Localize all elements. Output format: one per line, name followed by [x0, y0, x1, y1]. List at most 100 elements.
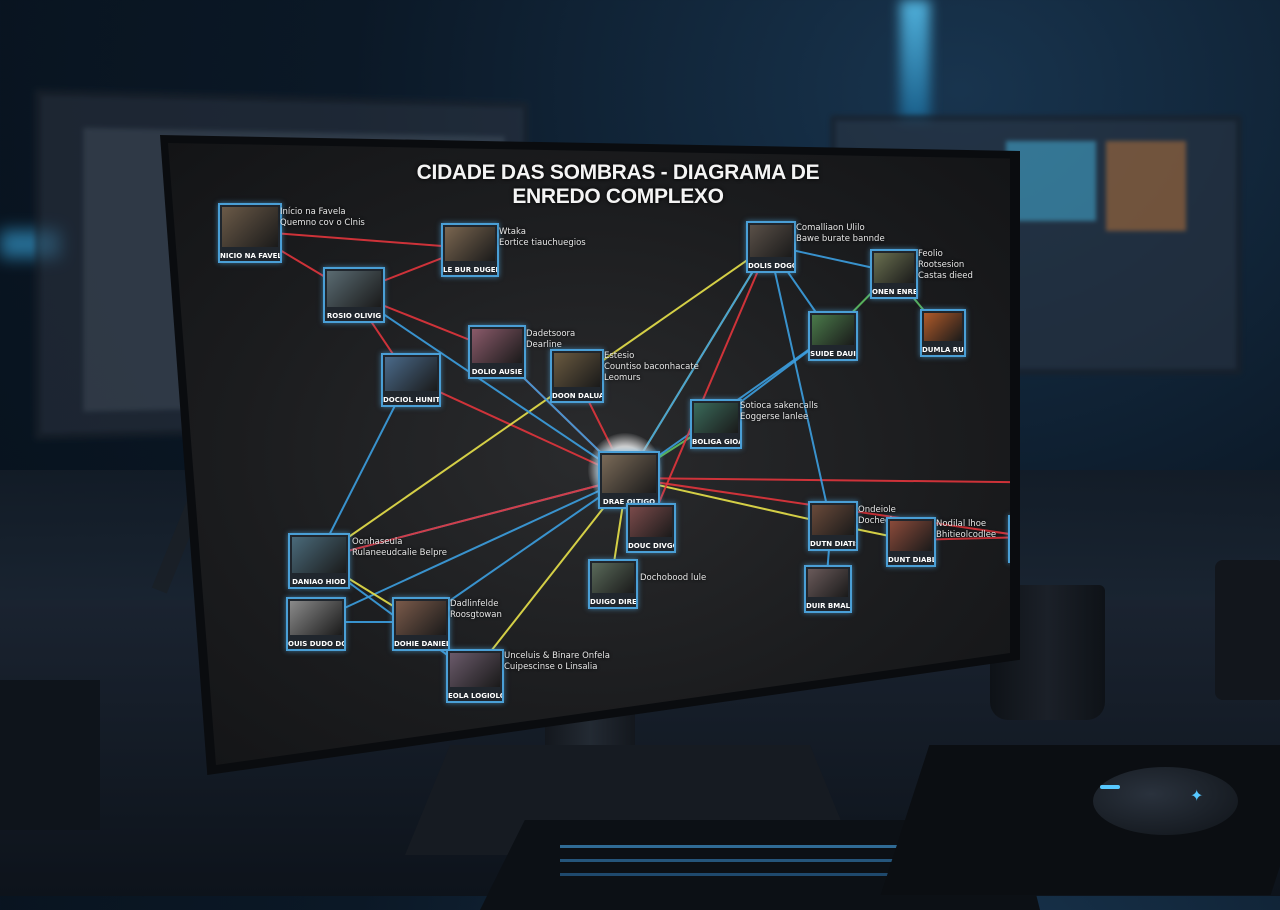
plot-node: DUMLA RUDE — [920, 309, 966, 357]
plot-node: DUIGO DIRETS — [588, 559, 638, 609]
plot-node: DOLIO AUSIE — [468, 325, 526, 379]
caption-line: Eoggerse lanlee — [740, 412, 809, 422]
plot-node: BOLIGA GIOA — [690, 399, 742, 449]
scene-thumbnail — [874, 253, 914, 283]
plot-link-red — [316, 474, 629, 560]
caption-line: Dearline — [526, 340, 562, 350]
caption-line: Rootsesion — [918, 260, 965, 270]
caption-line: Comalliaon Ulilo — [796, 223, 865, 233]
caption-line: Bawe burate bannde — [796, 234, 885, 244]
caption-line: Feolio — [918, 249, 943, 259]
plot-link-red — [626, 477, 1010, 484]
plot-node: OUIS DUDO DO — [286, 597, 346, 651]
scene-thumbnail — [554, 353, 600, 387]
plot-node: DOLIS DOGO — [746, 221, 796, 273]
mouse-logo-icon: ✦ — [1190, 786, 1204, 805]
plot-link-yellow — [472, 477, 628, 675]
caption-line: Eortice tiauchuegios — [499, 238, 586, 248]
plot-node: ELINT LINGELE — [1008, 515, 1010, 563]
node-label: ROSIO OLIVIG — [326, 312, 382, 320]
plot-node: ROSIO OLIVIG — [323, 267, 385, 323]
node-label: SUIDE DAUI — [810, 350, 856, 358]
plot-link-yellow — [626, 477, 833, 528]
plot-node: DUTN DIATIS — [808, 501, 858, 551]
mouse — [1093, 767, 1238, 835]
plot-node: SUIDE DAUI — [808, 311, 858, 361]
node-label: DOUC DIVGO — [628, 542, 674, 550]
ceiling-light — [900, 0, 930, 120]
caption-line: Nodilal lhoe — [936, 519, 987, 529]
caption-line: Dadetsoora — [526, 329, 576, 339]
node-label: DUMLA RUDE — [922, 346, 964, 354]
scene-thumbnail — [890, 521, 932, 551]
node-label: LE BUR DUGEN — [443, 266, 497, 274]
node-label: NICIO NA FAVELA — [220, 252, 280, 260]
caption-line: Rulaneeudcalie Belpre — [352, 548, 448, 558]
plot-node: LE BUR DUGEN — [441, 223, 499, 277]
scene-thumbnail — [327, 271, 381, 307]
scene-thumbnail — [396, 601, 446, 635]
node-label: DUIR BMALES — [806, 602, 850, 610]
caption-line: Sotioca sakencalls — [740, 401, 818, 411]
node-caption: Dochobood lule — [640, 573, 706, 584]
caption-line: Estesio — [604, 351, 635, 361]
scene-thumbnail — [808, 569, 848, 597]
caption-line: Oonhaseula — [352, 537, 403, 547]
plot-link-blue — [626, 244, 770, 480]
scene-thumbnail — [812, 505, 854, 535]
scene-thumbnail — [812, 315, 854, 345]
scene-thumbnail — [592, 563, 634, 593]
node-label: DUNT DIABLE — [888, 556, 934, 564]
node-label: OUIS DUDO DO — [288, 640, 344, 648]
plot-link-blue — [768, 244, 835, 526]
scene-thumbnail — [924, 313, 962, 341]
caption-line: Ondeiole — [858, 505, 896, 515]
node-label: DOLIO AUSIE — [471, 368, 523, 376]
caption-line: Roosgtowan — [450, 610, 502, 620]
mouse-led — [1100, 785, 1120, 789]
scene-thumbnail — [290, 601, 342, 635]
plot-node: DANIAO HIOD — [288, 533, 350, 589]
scene-thumbnail — [602, 455, 656, 493]
caption-line: Castas dieed — [918, 271, 973, 281]
node-label: BOLIGA GIOA — [692, 438, 740, 446]
plot-link-blue — [418, 477, 628, 623]
caption-line: Wtaka — [499, 227, 526, 237]
node-label: DOHIE DANIEL — [394, 640, 448, 648]
plot-link-blue — [316, 377, 410, 561]
plot-node: EOLA LOGIOLO — [446, 649, 504, 703]
node-label: DOLIS DOGO — [748, 262, 794, 270]
node-label: ONEN ENRES — [872, 288, 916, 296]
caption-line: Dochecle — [858, 516, 898, 526]
caption-line: Bhitieolcodlee — [936, 530, 997, 540]
speaker — [1215, 560, 1280, 700]
caption-line: Início na Favela — [280, 207, 346, 217]
video-thumbnail — [1106, 141, 1186, 231]
node-label: DOON DALUAS — [552, 392, 602, 400]
caption-line: Leomurs — [604, 373, 641, 383]
scene-thumbnail — [694, 403, 738, 433]
caption-line: Dadlinfelde — [450, 599, 499, 609]
desk-object — [0, 680, 100, 830]
plot-node: DUIR BMALES — [804, 565, 852, 613]
diagram-title: CIDADE DAS SOMBRAS - DIAGRAMA DE ENREDO … — [416, 161, 820, 208]
keyboard-backlight — [560, 845, 980, 848]
caption-line: Countiso baconhacate — [604, 362, 699, 372]
caption-line: Dochobood lule — [640, 573, 707, 583]
plot-node: DOHIE DANIEL — [392, 597, 450, 651]
node-label: DRAE OLTIGO — [602, 498, 656, 506]
plot-link-blue — [351, 292, 628, 479]
main-monitor-screen: CIDADE DAS SOMBRAS - DIAGRAMA DE ENREDO … — [168, 143, 1010, 765]
node-label: DUTN DIATIS — [810, 540, 856, 548]
plot-node: DOCIOL HUNITS — [381, 353, 441, 407]
node-label: DANIAO HIOD — [292, 578, 346, 586]
